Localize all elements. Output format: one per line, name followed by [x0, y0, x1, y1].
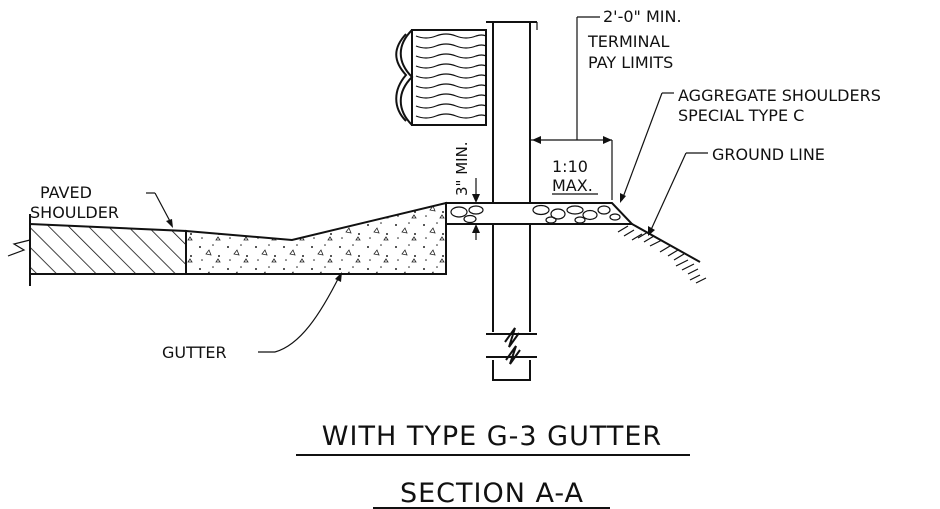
guardrail-post — [486, 21, 537, 381]
paved-label-2: SHOULDER — [30, 203, 119, 222]
ground-slope — [612, 223, 707, 284]
gutter-label: GUTTER — [162, 343, 227, 362]
section-subtitle: WITH TYPE G-3 GUTTER — [322, 421, 662, 452]
aggregate-leader — [620, 92, 674, 203]
pay-limits-label-2: TERMINAL — [587, 32, 669, 51]
aggregate-shoulder — [445, 202, 635, 225]
slope-label-2: MAX. — [552, 176, 593, 195]
pay-limits-label-3: PAY LIMITS — [588, 53, 673, 72]
ground-line-label: GROUND LINE — [712, 145, 825, 164]
gutter — [185, 201, 447, 275]
guardrail-beam — [395, 29, 487, 126]
aggregate-label-2: SPECIAL TYPE C — [678, 106, 804, 125]
aggregate-label-1: AGGREGATE SHOULDERS — [678, 86, 881, 105]
section-title: SECTION A-A — [400, 478, 584, 509]
gutter-leader — [258, 272, 342, 353]
pay-limits-label-1: 2'-0" MIN. — [603, 7, 682, 26]
paved-shoulder — [7, 214, 187, 286]
paved-label-1: PAVED — [40, 183, 92, 202]
min-depth-dimension — [468, 178, 490, 240]
pay-limits-dimension — [530, 16, 613, 200]
paved-leader — [146, 192, 173, 228]
ground-line-leader — [648, 152, 708, 236]
min-depth-label: 3" MIN. — [453, 141, 471, 196]
slope-label-1: 1:10 — [552, 157, 588, 176]
